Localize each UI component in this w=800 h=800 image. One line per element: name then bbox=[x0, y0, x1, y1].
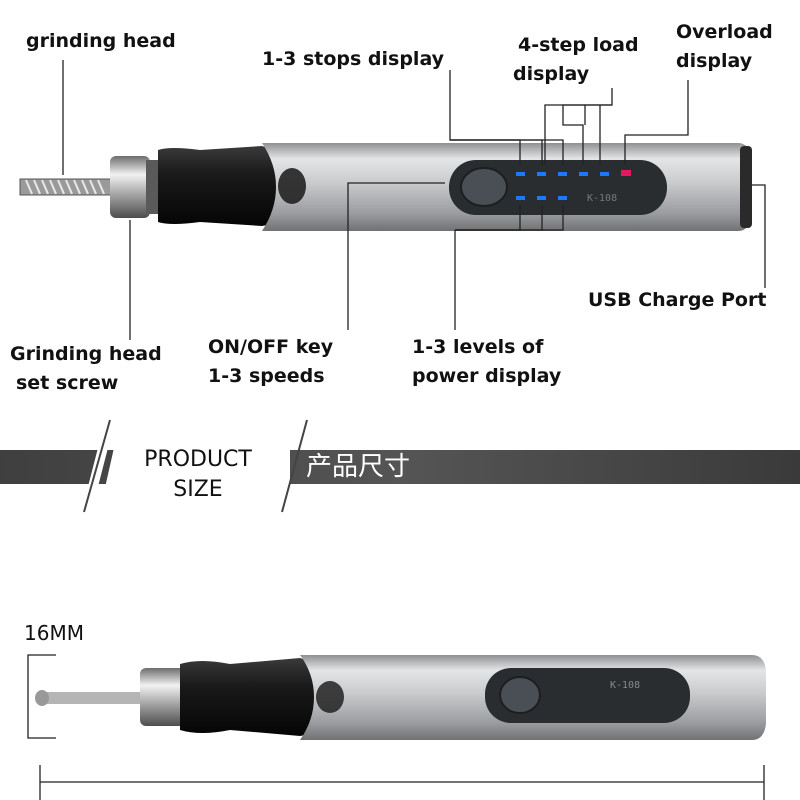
usb-port-label: USB Charge Port bbox=[588, 289, 767, 311]
power-line1: 1-3 levels of bbox=[412, 336, 544, 358]
product-size-line2: SIZE bbox=[173, 477, 223, 502]
dimension-lines bbox=[27, 654, 765, 800]
set-screw-line1: Grinding head bbox=[10, 343, 162, 365]
grinding-head-label: grinding head bbox=[26, 30, 176, 52]
power-line2: power display bbox=[412, 365, 562, 387]
overload-line1: Overload bbox=[676, 21, 773, 43]
black-grip bbox=[158, 146, 276, 226]
overload-display-label: Overload display bbox=[676, 18, 773, 76]
bottom-device: K-108 bbox=[35, 655, 766, 740]
model-text-bottom: K-108 bbox=[610, 680, 640, 691]
load-display-line2: display bbox=[513, 63, 590, 85]
product-size-line1: PRODUCT bbox=[144, 447, 252, 472]
on-off-line1: ON/OFF key bbox=[208, 336, 334, 358]
on-off-line2: 1-3 speeds bbox=[208, 365, 325, 387]
power-leds bbox=[516, 196, 567, 200]
leader-lines bbox=[62, 60, 766, 340]
top-device: K-108 bbox=[19, 143, 752, 231]
power-levels-label: 1-3 levels of power display bbox=[412, 333, 561, 391]
on-off-key-label: ON/OFF key 1-3 speeds bbox=[208, 333, 333, 391]
set-screw-label: Grinding head set screw bbox=[10, 340, 162, 398]
load-display-label: 4-step load display bbox=[513, 31, 639, 89]
grinding-bit bbox=[19, 178, 113, 196]
stops-display-label: 1-3 stops display bbox=[262, 48, 445, 70]
set-screw-line2: set screw bbox=[16, 372, 119, 394]
overload-line2: display bbox=[676, 50, 753, 72]
product-size-band bbox=[0, 419, 800, 513]
product-size-title: PRODUCT SIZE bbox=[128, 445, 268, 505]
chuck bbox=[110, 156, 160, 218]
display-panel bbox=[449, 160, 667, 215]
diameter-label: 16MM bbox=[24, 621, 84, 645]
on-off-button bbox=[460, 167, 508, 207]
load-leds bbox=[516, 170, 631, 176]
product-size-cn: 产品尺寸 bbox=[306, 452, 411, 482]
model-text: K-108 bbox=[587, 193, 617, 204]
load-display-line1: 4-step load bbox=[518, 34, 639, 56]
